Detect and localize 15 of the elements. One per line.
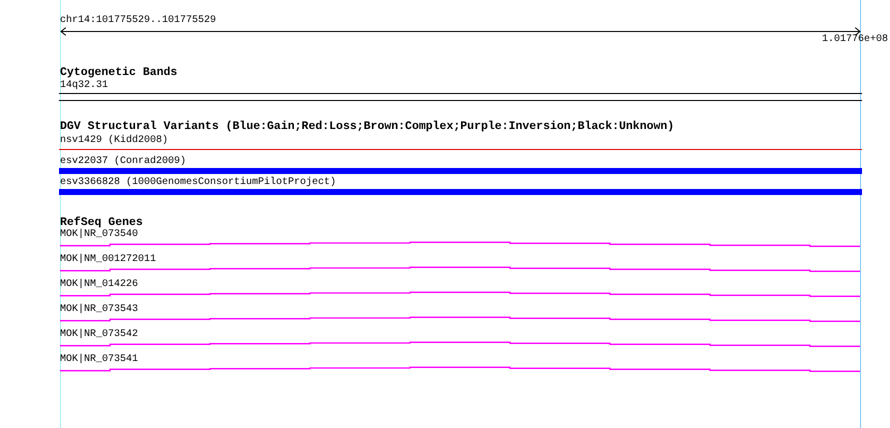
coordinate-label: chr14:101775529..101775529 <box>60 15 216 27</box>
band-label: 14q32.31 <box>60 80 108 92</box>
gene-label: MOK|NR_073542 <box>60 329 138 341</box>
track-heading: DGV Structural Variants (Blue:Gain;Red:Loss;Brown:Complex;Purple:Inversion;Black:Unknown) <box>60 120 674 133</box>
variant-label: esv22037 (Conrad2009) <box>60 156 186 168</box>
scale-tick-label: 1.01776e+08 <box>822 34 888 46</box>
track-heading: RefSeq Genes <box>60 216 143 229</box>
gene-label: MOK|NR_073543 <box>60 304 138 316</box>
gene-label: MOK|NR_073541 <box>60 354 138 366</box>
track-heading: Cytogenetic Bands <box>60 66 178 79</box>
variant-label: esv3366828 (1000GenomesConsortiumPilotProject) <box>60 177 336 189</box>
variant-label: nsv1429 (Kidd2008) <box>60 135 168 147</box>
gene-label: MOK|NR_073540 <box>60 229 138 241</box>
gene-label: MOK|NM_014226 <box>60 279 138 291</box>
gene-label: MOK|NM_001272011 <box>60 254 156 266</box>
